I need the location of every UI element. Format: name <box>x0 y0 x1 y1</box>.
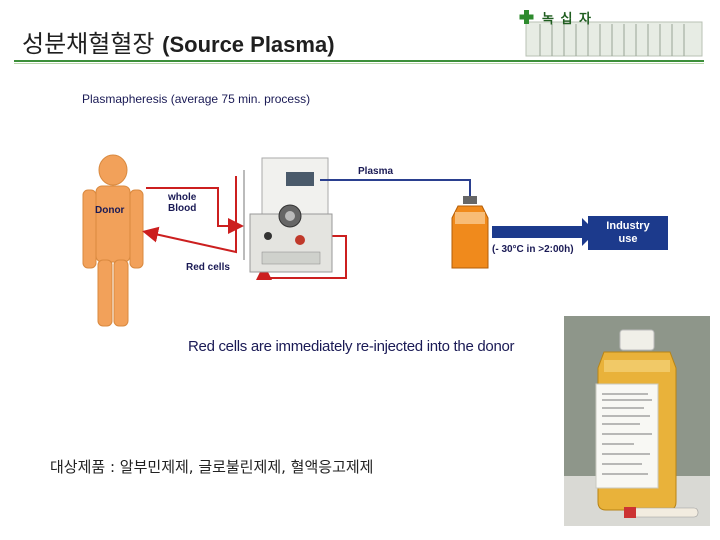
page-title-english: (Source Plasma) <box>162 32 335 57</box>
logo-text: 녹 십 자 <box>542 12 592 27</box>
donor-figure-icon <box>82 154 144 327</box>
industry-use-line2: use <box>618 233 638 245</box>
whole-blood-label: whole Blood <box>168 192 196 214</box>
diagram-caption: Plasmapheresis (average 75 min. process) <box>82 92 311 106</box>
plasma-bottle-icon <box>451 196 489 269</box>
plasma-label: Plasma <box>358 166 394 177</box>
blood-flow-arrows <box>142 176 347 280</box>
title-underline <box>14 60 704 62</box>
storage-condition-label: (- 30°C in >2:00h) <box>492 244 574 255</box>
red-cells-label: Red cells <box>186 262 230 273</box>
reinjection-note: Red cells are immediately re-injected in… <box>188 338 515 355</box>
page-title: 성분채혈혈장 (Source Plasma) <box>22 24 335 59</box>
donor-label: Donor <box>95 205 125 216</box>
target-products-text: 대상제품 : 알부민제제, 글로불린제제, 혈액응고제제 <box>50 458 374 476</box>
plasma-flow-line <box>320 179 471 196</box>
page-title-korean: 성분채혈혈장 <box>22 30 155 58</box>
title-underline-light <box>14 63 704 64</box>
industry-use-box: Industry use <box>588 216 668 250</box>
plasma-bottle-photo <box>564 316 710 526</box>
building-logo-icon <box>519 10 703 57</box>
industry-use-line1: Industry <box>606 220 650 232</box>
whole-blood-label-line1: whole <box>168 192 197 203</box>
whole-blood-label-line2: Blood <box>168 203 197 214</box>
company-logo: 녹 십 자 <box>512 0 712 60</box>
industry-arrow <box>492 218 596 246</box>
plasma-bottle-photo-icon <box>564 316 710 526</box>
plasmapheresis-machine-icon <box>243 157 333 273</box>
